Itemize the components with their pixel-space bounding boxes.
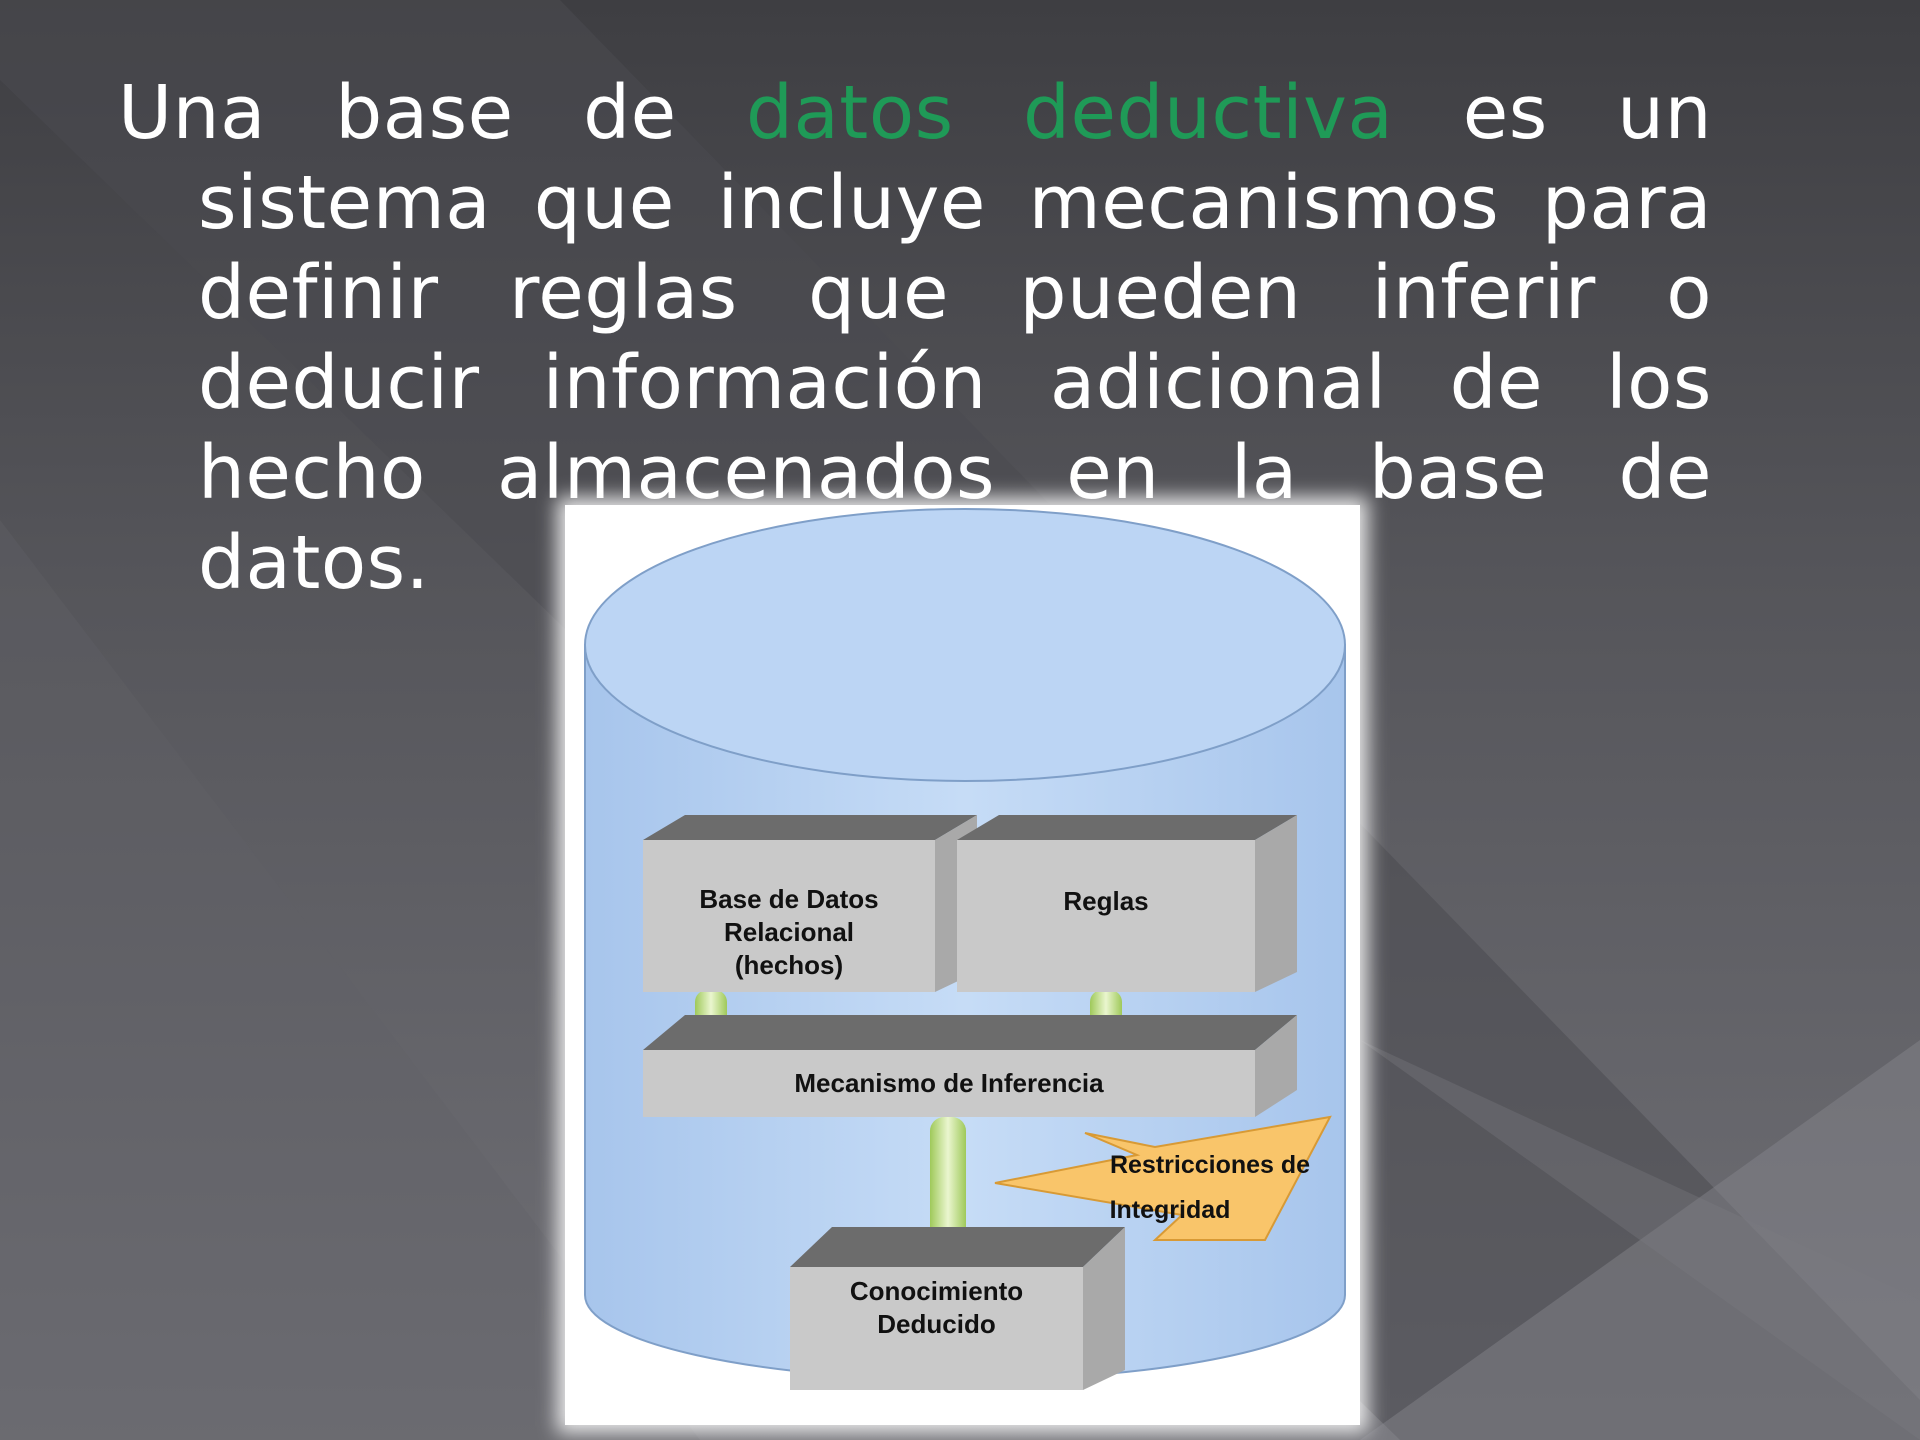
box-db-front [643, 840, 935, 992]
label-relational-db: Base de Datos Relacional (hechos) [699, 884, 879, 980]
connector-inference-deduced [930, 1117, 966, 1247]
box-inference-top [643, 1015, 1297, 1050]
box-deduced-top [790, 1227, 1125, 1267]
diagram-graphics [584, 508, 1346, 1390]
box-db-top [643, 815, 977, 840]
box-rules-side [1255, 815, 1297, 992]
slide-body-text: Una base de datos deductiva es un sistem… [118, 68, 1712, 608]
highlight-term: datos deductiva [745, 70, 1394, 156]
label-rules: Reglas [1063, 886, 1149, 916]
box-deduced-side [1083, 1227, 1125, 1390]
box-rules-top [957, 815, 1297, 840]
box-deduced-front [790, 1267, 1083, 1390]
label-deduced: Conocimiento Deducido [849, 1276, 1024, 1339]
label-constraints-2: Integridad [1109, 1196, 1231, 1224]
label-constraints-1: Restricciones de [1109, 1151, 1311, 1179]
label-inference: Mecanismo de Inferencia [794, 1068, 1104, 1098]
box-inference-side [1255, 1015, 1297, 1117]
deductive-db-diagram: Base de Datos Relacional (hechos) Reglas… [565, 505, 1360, 1425]
constraints-arrow [994, 1115, 1332, 1241]
box-rules-front [957, 840, 1255, 992]
box-inference-front [643, 1050, 1255, 1117]
text-after: es un sistema que incluye mecanismos par… [198, 70, 1712, 606]
text-before: Una base de [118, 70, 746, 156]
cylinder-top [584, 508, 1346, 782]
